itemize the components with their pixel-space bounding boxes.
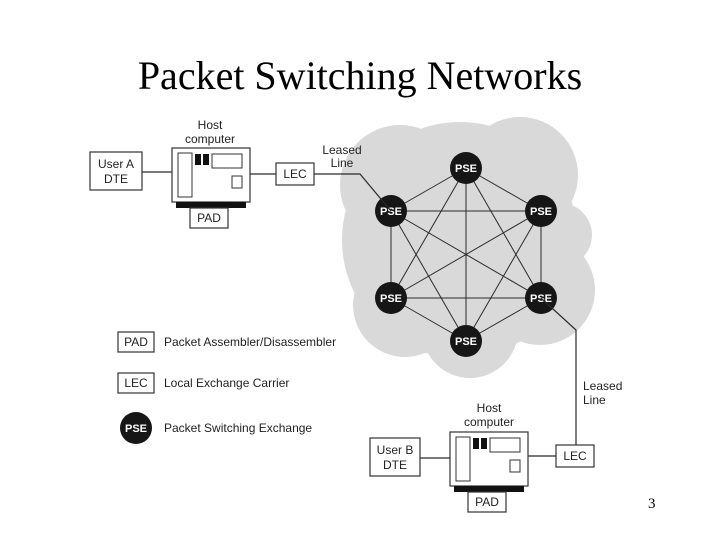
svg-text:User A: User A — [98, 157, 134, 171]
svg-text:PAD: PAD — [124, 335, 148, 349]
svg-text:PSE: PSE — [380, 293, 402, 305]
svg-text:Line: Line — [331, 156, 354, 170]
page-number: 3 — [648, 496, 656, 512]
pse-node-upper-right: PSE — [525, 195, 557, 227]
svg-text:DTE: DTE — [104, 172, 128, 186]
svg-text:Host: Host — [477, 401, 502, 415]
svg-text:PSE: PSE — [530, 206, 552, 218]
svg-text:PSE: PSE — [125, 423, 147, 435]
svg-text:Leased: Leased — [322, 143, 361, 157]
svg-text:LEC: LEC — [283, 167, 307, 181]
leased-line-bottom-label: Leased Line — [583, 379, 622, 407]
leased-line-top-label: Leased Line — [322, 143, 361, 170]
svg-text:Host: Host — [198, 118, 223, 132]
pad-a: PAD — [189, 207, 229, 229]
legend: PAD Packet Assembler/Disassembler LEC Lo… — [117, 331, 336, 444]
pse-node-lower-left: PSE — [375, 282, 407, 314]
legend-item-pad: PAD Packet Assembler/Disassembler — [117, 331, 336, 353]
svg-text:Packet Switching Exchange: Packet Switching Exchange — [164, 421, 312, 435]
pse-node-top: PSE — [450, 152, 482, 184]
legend-item-lec: LEC Local Exchange Carrier — [117, 372, 289, 394]
svg-text:LEC: LEC — [124, 376, 148, 390]
svg-text:PAD: PAD — [197, 211, 221, 225]
svg-text:computer: computer — [185, 132, 235, 146]
leased-line-top — [314, 173, 392, 212]
slide-title: Packet Switching Networks — [137, 53, 583, 98]
svg-text:PAD: PAD — [475, 495, 499, 509]
svg-text:DTE: DTE — [383, 458, 407, 472]
svg-text:PSE: PSE — [380, 206, 402, 218]
svg-text:computer: computer — [464, 415, 514, 429]
user-b-dte: User B DTE — [369, 437, 421, 477]
lec-a: LEC — [275, 162, 315, 186]
user-a-dte: User A DTE — [89, 151, 143, 191]
host-computer-a-label: Host computer — [185, 118, 235, 146]
svg-text:PSE: PSE — [455, 163, 477, 175]
svg-text:User B: User B — [377, 443, 414, 457]
svg-text:Packet Assembler/Disassembler: Packet Assembler/Disassembler — [164, 335, 336, 349]
pad-b: PAD — [467, 491, 507, 513]
svg-text:PSE: PSE — [530, 293, 552, 305]
pse-node-bottom: PSE — [450, 325, 482, 357]
host-computer-b — [449, 431, 529, 492]
svg-text:Leased: Leased — [583, 379, 622, 393]
host-computer-b-label: Host computer — [464, 401, 514, 429]
lec-b: LEC — [555, 444, 595, 468]
svg-text:Line: Line — [583, 393, 606, 407]
host-computer-a — [171, 147, 251, 208]
svg-text:LEC: LEC — [563, 449, 587, 463]
svg-text:PSE: PSE — [455, 336, 477, 348]
legend-item-pse: PSE Packet Switching Exchange — [120, 412, 312, 444]
svg-text:Local Exchange Carrier: Local Exchange Carrier — [164, 376, 289, 390]
